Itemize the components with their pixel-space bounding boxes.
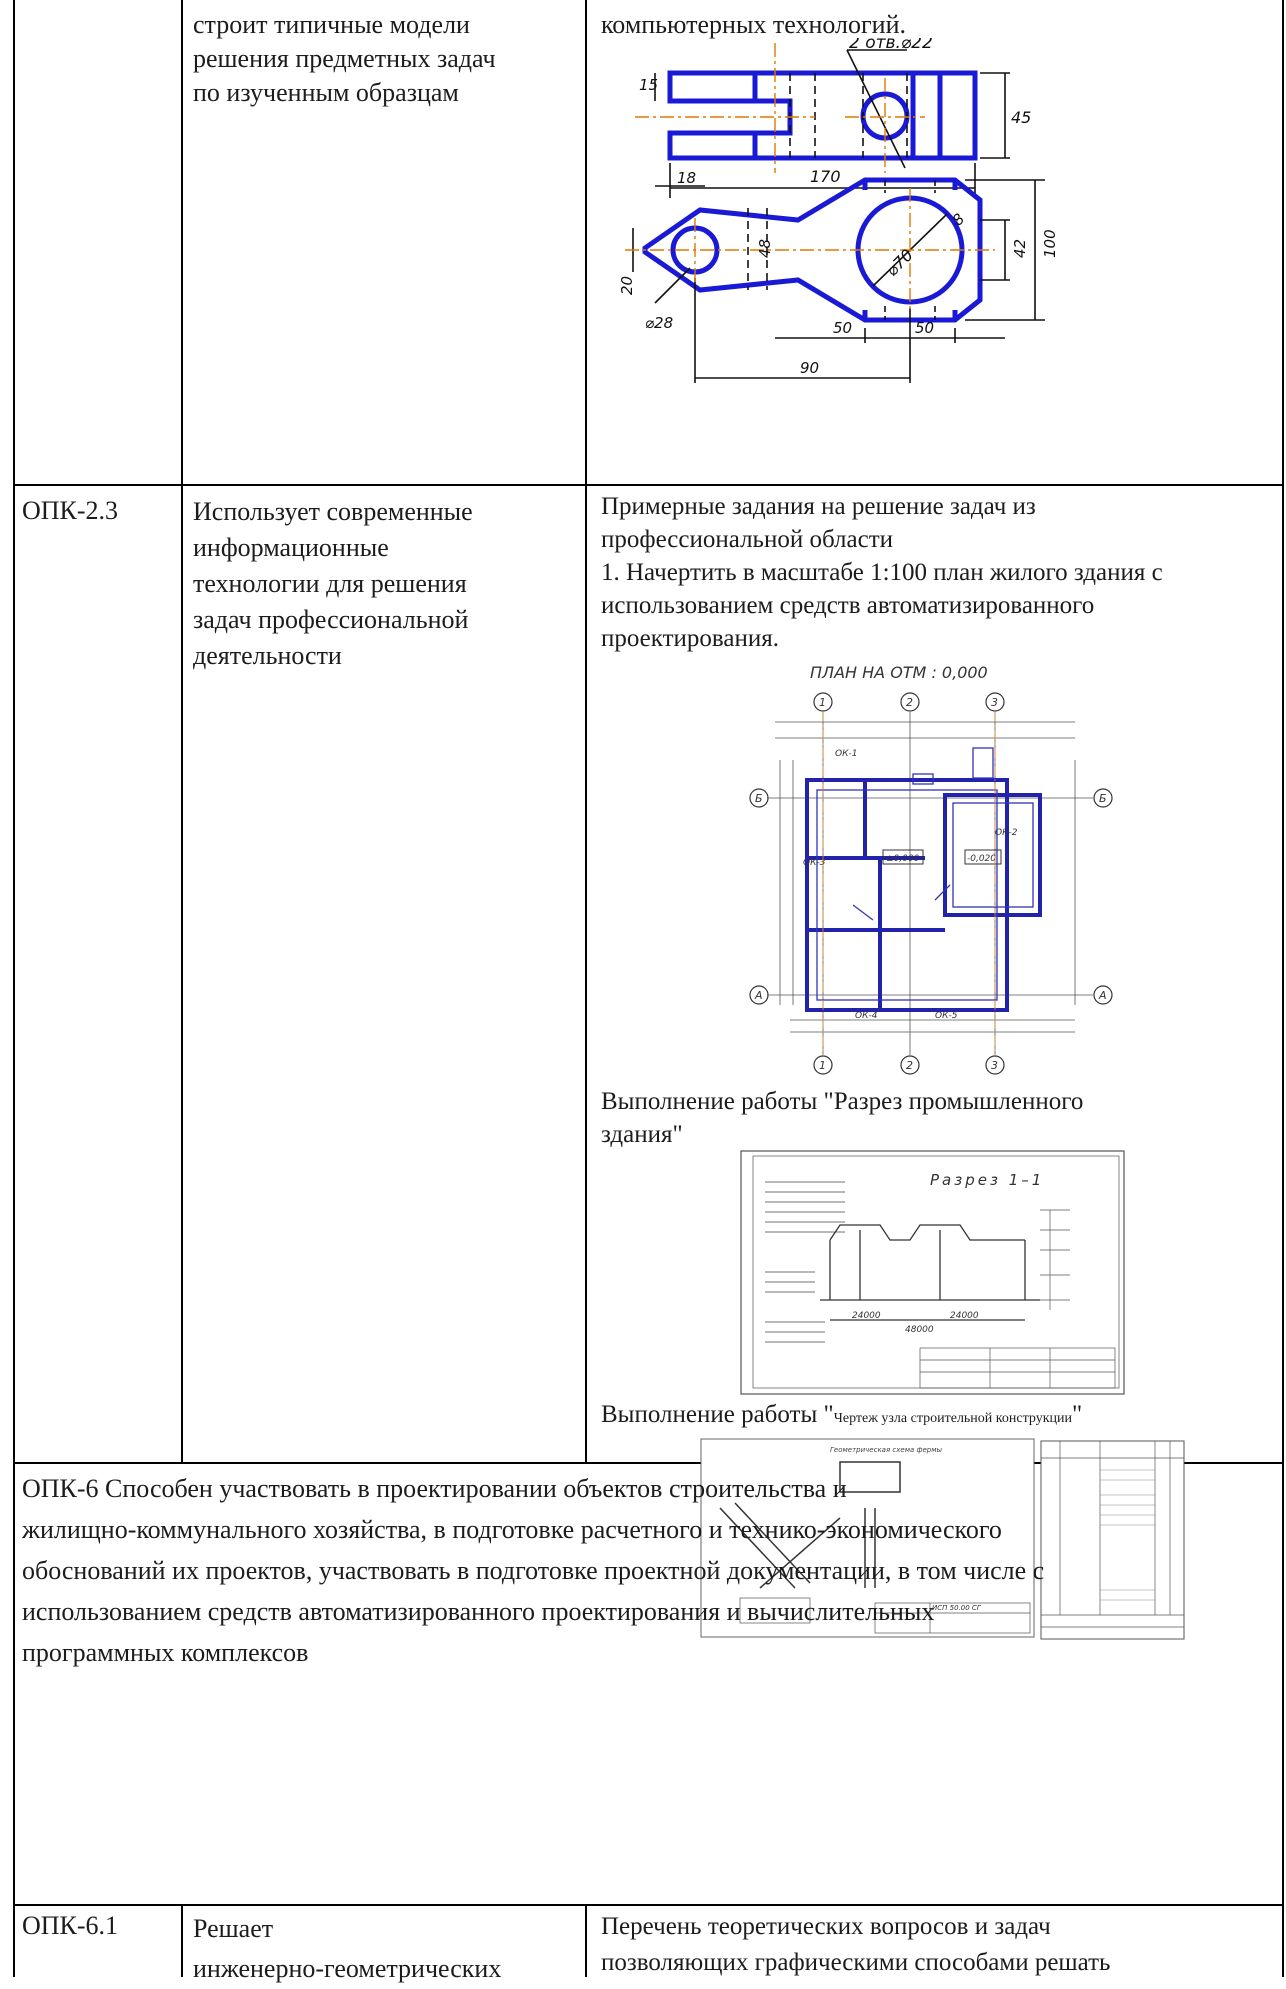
table-left-border bbox=[13, 0, 15, 1977]
svg-text:24000: 24000 bbox=[950, 1311, 979, 1321]
part-drawing: 2 отв.⌀22 15 45 170 18 48 ⌀70 8 bbox=[618, 38, 1059, 383]
competency-code-opk61: ОПК-6.1 bbox=[22, 1911, 119, 1940]
competency-code-opk23: ОПК-2.3 bbox=[22, 496, 119, 525]
svg-text:2: 2 bbox=[906, 696, 913, 709]
svg-text:Б: Б bbox=[755, 792, 763, 805]
section-drawing: Разрез 1–1 24000 24000 48000 bbox=[740, 1150, 1125, 1395]
svg-text:2: 2 bbox=[906, 1059, 913, 1072]
svg-text:3: 3 bbox=[991, 696, 998, 709]
svg-text:2 отв.⌀22: 2 отв.⌀22 bbox=[849, 38, 933, 53]
specification-sheet bbox=[1040, 1440, 1185, 1640]
indicator-text-top: строит типичные модели решения предметны… bbox=[193, 10, 496, 107]
svg-text:ОК-5: ОК-5 bbox=[935, 1011, 958, 1021]
indicator-text-opk23: Использует современные информационные те… bbox=[193, 497, 473, 670]
task3-opk23: Выполнение работы "Чертеж узла строитель… bbox=[601, 1401, 1083, 1428]
svg-text:ИСП 50.00 СГ: ИСП 50.00 СГ bbox=[932, 1604, 982, 1612]
competency-opk6: ОПК-6 Способен участвовать в проектирова… bbox=[22, 1474, 1045, 1667]
svg-text:А: А bbox=[1098, 989, 1107, 1002]
svg-text:50: 50 bbox=[915, 319, 934, 337]
svg-text:18: 18 bbox=[677, 169, 696, 187]
svg-text:ОК-4: ОК-4 bbox=[855, 1011, 878, 1021]
svg-text:8: 8 bbox=[949, 210, 968, 229]
svg-text:А: А bbox=[754, 989, 763, 1002]
section-title: Разрез 1–1 bbox=[930, 1171, 1044, 1189]
node-drawing-sheet: Геометрическая схема фермы ИСП 50.00 СГ bbox=[700, 1438, 1035, 1638]
svg-text:±0,000: ±0,000 bbox=[886, 854, 920, 864]
svg-text:90: 90 bbox=[800, 359, 819, 377]
svg-text:15: 15 bbox=[639, 76, 658, 94]
svg-text:Геометрическая схема фермы: Геометрическая схема фермы bbox=[830, 1446, 943, 1454]
col-divider-1-upper bbox=[181, 0, 183, 1463]
task-text-top: компьютерных технологий. bbox=[601, 10, 907, 39]
svg-text:-0,020: -0,020 bbox=[967, 854, 996, 864]
svg-text:1: 1 bbox=[819, 696, 826, 709]
plan-title: ПЛАН НА ОТМ : 0,000 bbox=[810, 663, 988, 682]
svg-text:24000: 24000 bbox=[852, 1311, 881, 1321]
svg-text:45: 45 bbox=[1011, 108, 1031, 127]
table-right-border bbox=[1282, 0, 1284, 1977]
floor-plan-drawing: ПЛАН НА ОТМ : 0,000 1 2 3 1 2 3 Б А Б А bbox=[749, 663, 1113, 1075]
svg-text:170: 170 bbox=[810, 167, 841, 186]
part-top-view bbox=[667, 70, 978, 161]
row-divider-opk61 bbox=[13, 1904, 1284, 1906]
svg-text:50: 50 bbox=[833, 319, 852, 337]
col-divider-1-lower bbox=[181, 1905, 183, 1977]
svg-text:Б: Б bbox=[1099, 792, 1107, 805]
row-divider-opk23 bbox=[13, 484, 1284, 486]
svg-text:42: 42 bbox=[1011, 239, 1029, 258]
svg-text:⌀28: ⌀28 bbox=[645, 314, 673, 332]
svg-text:100: 100 bbox=[1041, 229, 1059, 258]
svg-text:ОК-2: ОК-2 bbox=[995, 828, 1018, 838]
svg-text:48000: 48000 bbox=[905, 1325, 934, 1335]
indicator-text-opk61: Решает инженерно-геометрических bbox=[193, 1914, 502, 1983]
svg-text:ОК-3: ОК-3 bbox=[803, 858, 826, 868]
svg-text:1: 1 bbox=[819, 1059, 826, 1072]
task-intro-opk23: Примерные задания на решение задач из пр… bbox=[601, 493, 1163, 652]
svg-text:ОК-1: ОК-1 bbox=[835, 749, 857, 759]
svg-text:3: 3 bbox=[991, 1059, 998, 1072]
svg-text:20: 20 bbox=[618, 276, 636, 295]
svg-text:48: 48 bbox=[756, 239, 774, 258]
col-divider-2-lower bbox=[585, 1905, 587, 1977]
row-divider-opk6 bbox=[13, 1462, 1284, 1464]
task-text-opk61: Перечень теоретических вопросов и задач … bbox=[601, 1913, 1111, 1976]
col-divider-2-upper bbox=[585, 0, 587, 1463]
task2-opk23: Выполнение работы "Разрез промышленного … bbox=[601, 1088, 1084, 1148]
